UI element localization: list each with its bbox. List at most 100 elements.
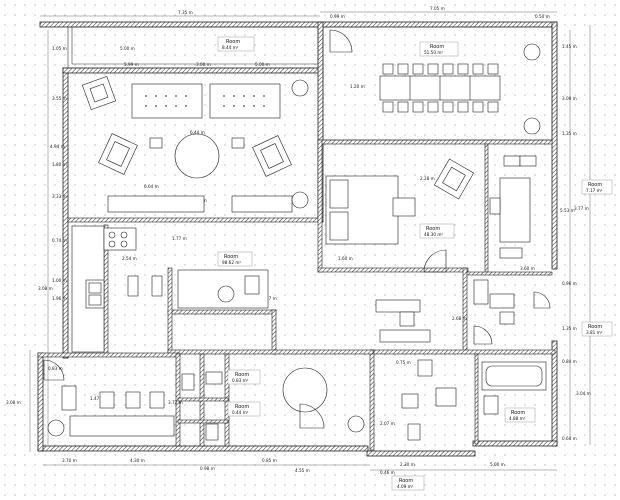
plant-icon: [217, 285, 235, 303]
room-label-bedroom: Room 48.30 m²: [419, 223, 455, 239]
svg-text:1.35 m: 1.35 m: [562, 326, 577, 331]
svg-text:0.75 m: 0.75 m: [396, 360, 411, 365]
svg-text:Room: Room: [235, 404, 249, 410]
svg-text:0.46 m: 0.46 m: [380, 470, 395, 475]
interior-walls: [37, 139, 556, 451]
bathroom-fixtures: [181, 279, 551, 441]
svg-text:4.94 m: 4.94 m: [50, 144, 65, 149]
svg-text:5.99 m: 5.99 m: [124, 62, 139, 67]
svg-text:4.88 m²: 4.88 m²: [509, 416, 526, 421]
svg-text:0.64 m: 0.64 m: [562, 436, 577, 441]
svg-text:1.35 m: 1.35 m: [562, 131, 577, 136]
right-dimension-text: 1.45 m 3.00 m 1.35 m 3.77 m 5.53 m 0.96 …: [560, 44, 591, 441]
svg-text:5.00 m: 5.00 m: [255, 62, 270, 67]
svg-text:1.45 m: 1.45 m: [562, 44, 577, 49]
svg-text:3.77 m: 3.77 m: [574, 206, 589, 211]
svg-text:6.04 m: 6.04 m: [144, 184, 159, 189]
sofa-icon: [499, 177, 531, 243]
lower-left-furniture: [43, 359, 175, 437]
door-swing-icon: [533, 291, 551, 309]
svg-text:0.84 m: 0.84 m: [562, 359, 577, 364]
svg-text:Room: Room: [511, 410, 525, 416]
svg-text:0.74 m: 0.74 m: [52, 238, 67, 243]
toilet-icon: [407, 423, 421, 441]
svg-text:3.00 m: 3.00 m: [562, 96, 577, 101]
svg-text:5.53 m: 5.53 m: [560, 208, 575, 213]
left-dimension-text: 1.05 m 3.55 m 4.94 m 1.80 m 3.33 m 0.74 …: [6, 46, 67, 405]
balcony-outline: [67, 26, 553, 141]
room-label-closet: Room 3.81 m²: [581, 321, 613, 337]
bedroom-furniture: [325, 155, 537, 273]
room-label-balcony: Room 8.44 m²: [217, 36, 255, 52]
svg-text:0.96 m: 0.96 m: [562, 281, 577, 286]
svg-text:98.62 m²: 98.62 m²: [222, 260, 241, 265]
svg-text:2.54 m: 2.54 m: [122, 256, 137, 261]
svg-text:3.08 m: 3.08 m: [6, 400, 21, 405]
svg-text:Room: Room: [430, 44, 444, 50]
svg-text:51.50 m²: 51.50 m²: [424, 50, 443, 55]
top-dimension-text: 7.35 m 7.05 m 5.00 m 0.99 m 0.50 m: [120, 6, 550, 51]
svg-text:1.77 m: 1.77 m: [172, 236, 187, 241]
svg-text:3.33 m: 3.33 m: [52, 194, 67, 199]
plant-icon: [523, 43, 541, 61]
svg-text:1.20 m: 1.20 m: [350, 84, 365, 89]
room-label-side: Room 7.17 m²: [581, 179, 613, 195]
svg-text:8.44 m²: 8.44 m²: [222, 45, 239, 50]
svg-text:1.47 m: 1.47 m: [90, 396, 105, 401]
svg-text:Room: Room: [224, 254, 238, 260]
plant-icon: [291, 191, 309, 209]
svg-text:48.30 m²: 48.30 m²: [424, 232, 443, 237]
svg-text:2.07 m: 2.07 m: [380, 421, 395, 426]
svg-text:4.30 m: 4.30 m: [130, 458, 145, 463]
room-label-wc1: Room 0.83 m²: [227, 369, 261, 385]
svg-text:0.99 m: 0.99 m: [330, 14, 345, 19]
svg-text:0.83 m: 0.83 m: [48, 366, 63, 371]
plant-icon: [523, 117, 541, 135]
svg-text:5.00 m: 5.00 m: [120, 46, 135, 51]
sink-icon: [473, 279, 489, 305]
plant-icon: [347, 415, 365, 433]
svg-text:6.44 m: 6.44 m: [190, 130, 205, 135]
svg-text:7.35 m: 7.35 m: [178, 10, 193, 15]
svg-text:3.72 m: 3.72 m: [168, 400, 183, 405]
svg-text:Room: Room: [588, 324, 602, 330]
svg-text:0.50 m: 0.50 m: [535, 14, 550, 19]
plant-icon: [291, 79, 309, 97]
svg-text:1.05 m: 1.05 m: [52, 46, 67, 51]
svg-text:Room: Room: [588, 182, 602, 188]
sofa-icon: [131, 83, 203, 119]
svg-text:Room: Room: [226, 39, 240, 45]
svg-text:4.77 m: 4.77 m: [262, 296, 277, 301]
svg-text:5.00 m: 5.00 m: [490, 462, 505, 467]
room-label-wc2: Room 0.44 m²: [227, 401, 261, 417]
sink-icon: [205, 371, 223, 385]
svg-text:7.17 m²: 7.17 m²: [586, 188, 603, 193]
table-icon: [174, 133, 220, 179]
svg-text:3.81 m²: 3.81 m²: [586, 330, 603, 335]
svg-text:7.05 m: 7.05 m: [430, 6, 445, 11]
svg-text:2.30 m: 2.30 m: [400, 462, 415, 467]
room-label-bath: Room 4.88 m²: [504, 407, 536, 423]
svg-text:3.55 m: 3.55 m: [52, 96, 67, 101]
svg-text:3.04 m: 3.04 m: [576, 391, 591, 396]
svg-text:1.60 m: 1.60 m: [338, 256, 353, 261]
room-label-hall: Room 4.09 m²: [391, 475, 425, 491]
svg-text:0.98 m: 0.98 m: [200, 466, 215, 471]
door-swing-icon: [43, 359, 65, 381]
sofa-icon: [209, 83, 281, 119]
room-label-living: Room 98.62 m²: [217, 251, 253, 267]
svg-text:4.09 m²: 4.09 m²: [397, 484, 414, 489]
door-swing-icon: [299, 403, 325, 429]
svg-text:1.96 m: 1.96 m: [52, 296, 67, 301]
svg-text:3.08 m: 3.08 m: [38, 286, 53, 291]
svg-text:0.83 m²: 0.83 m²: [232, 378, 249, 383]
svg-text:0.85 m: 0.85 m: [262, 458, 277, 463]
svg-text:1.00 m: 1.00 m: [52, 278, 67, 283]
svg-text:Room: Room: [399, 478, 413, 484]
door-swing-icon: [423, 249, 447, 273]
door-swing-icon: [329, 29, 353, 53]
central-area-furniture: [177, 269, 431, 433]
dining-room-furniture: [329, 29, 541, 135]
svg-text:3.00 m: 3.00 m: [196, 62, 211, 67]
